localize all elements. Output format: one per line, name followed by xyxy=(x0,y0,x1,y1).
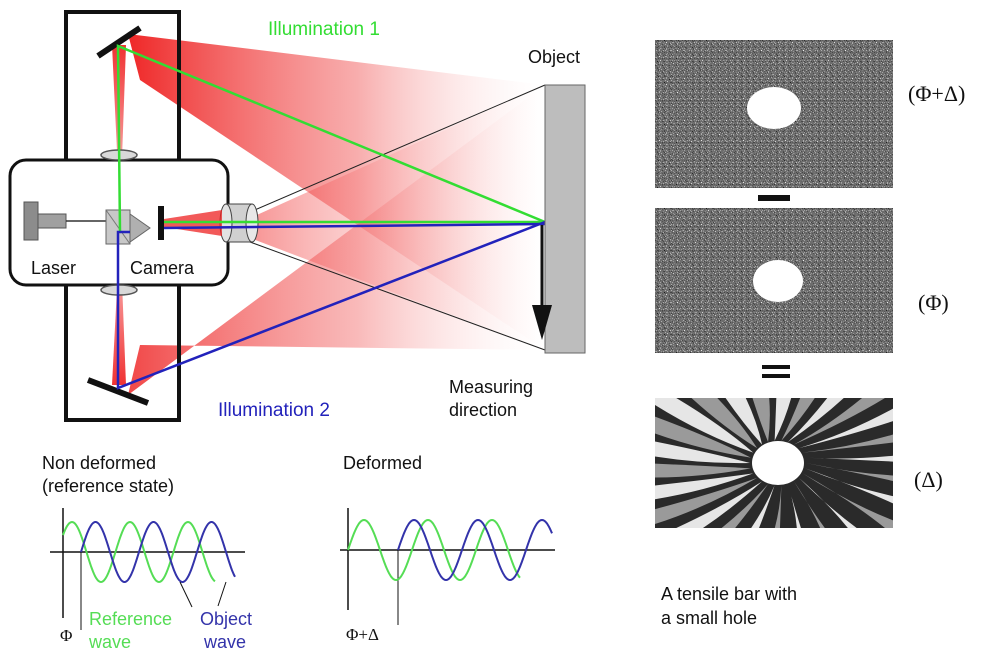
caption-line-2: a small hole xyxy=(661,608,757,628)
fringe-stripe xyxy=(787,398,844,443)
illumination-2-label: Illumination 2 xyxy=(218,400,330,421)
minus-sign xyxy=(758,195,790,201)
fringe-stripe xyxy=(802,434,893,453)
fringe-stripe xyxy=(806,463,893,481)
object-plate xyxy=(544,84,586,354)
illumination-1-path xyxy=(116,44,546,233)
phi-delta-panel-label: (Φ+Δ) xyxy=(908,81,965,106)
phi-label: Φ xyxy=(60,626,72,645)
reference-wave-label-2: wave xyxy=(88,632,131,652)
fringe-stripe xyxy=(655,416,751,458)
lower-mirror xyxy=(86,377,150,406)
fringe-stripe xyxy=(752,398,770,443)
illumination-2-path xyxy=(116,220,546,390)
reference-wave-label: Reference xyxy=(89,609,172,629)
fringe-stripe xyxy=(787,483,801,528)
speckle-panels: (Φ+Δ) (Φ) (Δ) A tensile bar with a small… xyxy=(655,40,965,628)
caption-line-1: A tensile bar with xyxy=(661,584,797,604)
camera-sensor xyxy=(158,206,164,240)
fringe-stripe xyxy=(774,398,792,441)
fringe-stripe xyxy=(691,398,758,449)
hole-top xyxy=(747,87,801,129)
object-wave-label: Object xyxy=(200,609,252,629)
deformed-title: Deformed xyxy=(343,453,422,473)
fringe-stripe xyxy=(655,477,758,525)
fringe-stripe xyxy=(805,468,893,504)
illumination-1-label: Illumination 1 xyxy=(268,19,380,40)
deformed-wave-plot: Deformed Φ+Δ xyxy=(340,453,555,644)
reference-state-title: (reference state) xyxy=(42,476,174,496)
non-deformed-wave-plot: Non deformed (reference state) Reference… xyxy=(42,453,252,652)
laser-label: Laser xyxy=(31,258,76,278)
laser-body xyxy=(23,201,39,241)
fringe-stripe xyxy=(655,441,750,464)
hole-middle xyxy=(753,260,803,302)
object-wave-label-2: wave xyxy=(203,632,246,652)
delta-panel-label: (Δ) xyxy=(914,467,943,492)
measuring-label: Measuring xyxy=(449,377,533,397)
upper-mirror xyxy=(96,25,142,59)
equals-sign-bottom xyxy=(762,374,790,378)
object-wave-left xyxy=(80,521,236,583)
camera-view-cone xyxy=(250,85,545,350)
non-deformed-title: Non deformed xyxy=(42,453,156,473)
object-wave-right xyxy=(397,518,553,582)
fringe-stripe xyxy=(802,473,893,528)
fringe-pattern-delta xyxy=(655,398,893,528)
laser-head xyxy=(37,213,67,229)
direction-label: direction xyxy=(449,400,517,420)
fringe-stripe xyxy=(774,485,782,528)
fringe-stripe xyxy=(793,481,825,528)
object-label: Object xyxy=(528,47,580,67)
hole-bottom xyxy=(752,441,804,485)
equals-sign-top xyxy=(762,365,790,369)
camera-label: Camera xyxy=(130,258,195,278)
phi-delta-label: Φ+Δ xyxy=(346,625,379,644)
reference-wave-right xyxy=(347,518,521,582)
fringe-stripe xyxy=(793,398,885,445)
fringe-stripe xyxy=(655,463,751,478)
fringe-stripe xyxy=(805,455,893,462)
fringe-stripe xyxy=(655,398,754,453)
fringe-stripe xyxy=(655,473,754,500)
fringe-stripe xyxy=(781,398,815,441)
reference-wave-left xyxy=(62,520,216,584)
optical-setup: Illumination 1 Illumination 2 Object Las… xyxy=(8,10,586,422)
phi-panel-label: (Φ) xyxy=(918,290,949,315)
fringe-stripe xyxy=(725,398,763,445)
